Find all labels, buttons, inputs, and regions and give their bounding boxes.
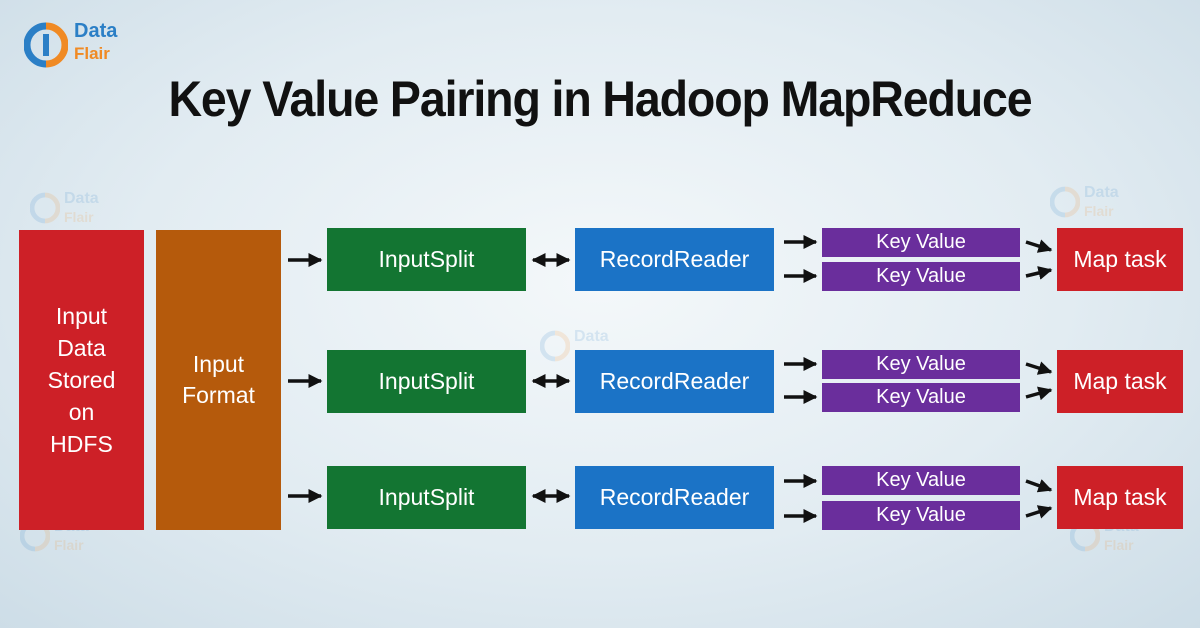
logo-text-line2: Flair [74,44,110,63]
arrow-kv-map-1b [1025,266,1053,280]
dataflair-logo-icon [24,22,68,68]
record-reader-box: RecordReader [575,350,774,413]
record-reader-box: RecordReader [575,228,774,291]
watermark-line2: Flair [1084,203,1114,219]
watermark-icon [540,330,570,362]
input-split-box: InputSplit [327,228,526,291]
arrow-kv-map-3a [1025,479,1053,493]
record-reader-box: RecordReader [575,466,774,529]
map-task-label: Map task [1073,484,1167,510]
input-split-box: InputSplit [327,350,526,413]
map-task-label: Map task [1073,246,1167,272]
key-value-box: Key Value [822,466,1020,495]
logo-text-line1: Data [74,20,118,42]
arrow-kv-map-2b [1025,386,1053,401]
watermark-line2: Flair [64,209,94,225]
record-reader-label: RecordReader [599,368,750,394]
key-value-box: Key Value [822,501,1020,530]
arrow-kv-map-1a [1025,239,1053,253]
key-value-box: Key Value [822,228,1020,257]
input-split-box: InputSplit [327,466,526,529]
input-format-label: Input Format [182,351,255,408]
key-value-box: Key Value [822,350,1020,379]
watermark-line1: Data [574,328,609,345]
input-split-label: InputSplit [378,484,475,510]
input-split-label: InputSplit [378,368,475,394]
map-task-box: Map task [1057,228,1183,291]
dataflair-logo: Data Flair [24,20,144,70]
input-format-box: Input Format [156,230,281,530]
key-value-label: Key Value [876,504,966,526]
key-value-label: Key Value [876,353,966,375]
key-value-label: Key Value [876,469,966,491]
key-value-box: Key Value [822,262,1020,291]
watermark-line2: Flair [1104,537,1134,553]
record-reader-label: RecordReader [599,246,750,272]
key-value-box: Key Value [822,383,1020,412]
map-task-box: Map task [1057,350,1183,413]
watermark-icon [1050,186,1080,218]
key-value-label: Key Value [876,231,966,253]
watermark-line1: Data [1084,184,1119,201]
map-task-label: Map task [1073,368,1167,394]
arrow-kv-map-3b [1025,505,1053,519]
page-title: Key Value Pairing in Hadoop MapReduce [168,71,1032,127]
input-split-label: InputSplit [378,246,475,272]
watermark-line1: Data [64,190,99,207]
key-value-label: Key Value [876,265,966,287]
record-reader-label: RecordReader [599,484,750,510]
arrow-kv-map-2a [1025,361,1053,375]
key-value-label: Key Value [876,386,966,408]
watermark-icon [30,192,60,224]
watermark-line2: Flair [54,537,84,553]
map-task-box: Map task [1057,466,1183,529]
hdfs-input-label: Input Data Stored on HDFS [47,303,116,457]
hdfs-input-box: Input Data Stored on HDFS [19,230,144,530]
